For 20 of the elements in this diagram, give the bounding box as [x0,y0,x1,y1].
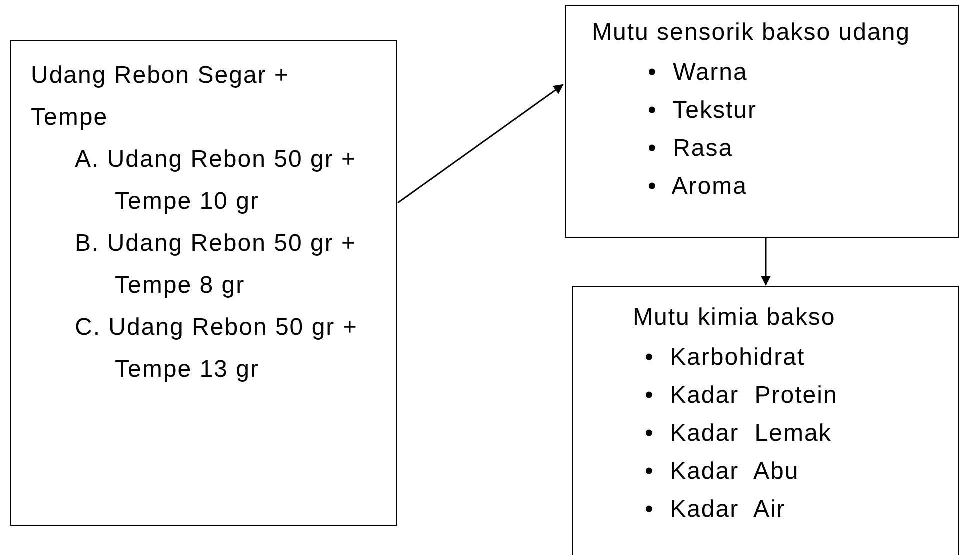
bullet-item: • Kadar Protein [644,381,839,411]
box-heading: Mutu kimia bakso [633,303,837,333]
bullet-item: • Aroma [647,172,748,202]
bullet-item: • Kadar Abu [644,457,800,487]
bullet-item: • Karbohidrat [644,343,806,373]
bullet-item: • Kadar Lemak [644,419,833,449]
text-box [10,40,397,526]
bullet-item: • Tekstur [647,96,758,126]
list-item: A. Udang Rebon 50 gr + Tempe 10 gr [74,145,358,217]
bullet-item: • Warna [647,58,749,88]
arrow [398,84,564,204]
arrow [761,238,771,286]
bullet-item: • Kadar Air [644,495,787,525]
list-item: C. Udang Rebon 50 gr + Tempe 13 gr [74,313,359,385]
bullet-item: • Rasa [647,134,734,164]
box-heading: Udang Rebon Segar + Tempe [31,61,291,133]
text-box [565,5,959,238]
box-heading: Mutu sensorik bakso udang [592,18,912,48]
list-item: B. Udang Rebon 50 gr + Tempe 8 gr [74,229,358,301]
text-box [572,286,959,555]
